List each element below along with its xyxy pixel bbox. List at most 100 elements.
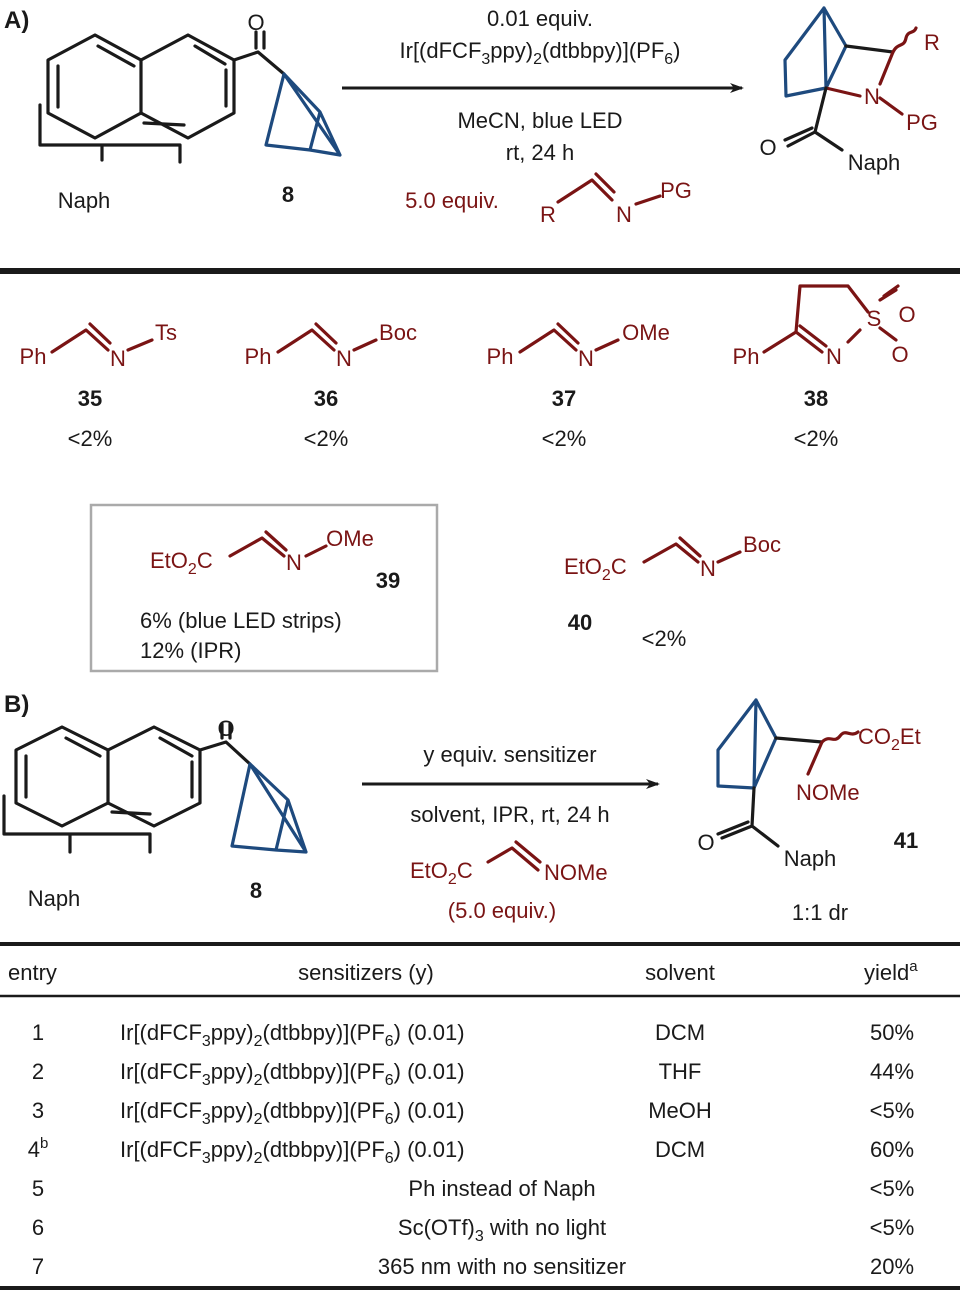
svg-text:N: N (336, 346, 352, 371)
compound-number-36: 36 (314, 386, 338, 411)
bicyclobutane-a (264, 72, 342, 157)
solvent-1: DCM (655, 1020, 705, 1045)
svg-text:Boc: Boc (379, 320, 417, 345)
sensitizer-4: Ir[(dFCF3ppy)2(dtbbpy)](PF6) (0.01) (120, 1137, 465, 1167)
svg-text:O: O (891, 342, 908, 367)
header-solvent: solvent (645, 960, 715, 985)
compound-number-37: 37 (552, 386, 576, 411)
yield-36: <2% (304, 426, 349, 451)
substrate-40: EtO2C N Boc 40 <2% (564, 532, 781, 651)
sensitizer-1: Ir[(dFCF3ppy)2(dtbbpy)](PF6) (0.01) (120, 1020, 465, 1050)
svg-text:Boc: Boc (743, 532, 781, 557)
compound-number-35: 35 (78, 386, 102, 411)
yield-entry-6: <5% (870, 1215, 915, 1240)
substrate-35: Ph N Ts 35 <2% (20, 320, 177, 451)
imine-r: R (540, 202, 556, 227)
cond-b-line1: y equiv. sensitizer (423, 742, 596, 767)
product-a-structure (783, 6, 918, 152)
svg-text:S: S (867, 306, 882, 331)
cond-a-line3: MeCN, blue LED (457, 108, 622, 133)
imine-pg: PG (660, 178, 692, 203)
svg-text:O: O (898, 302, 915, 327)
compound-number-38: 38 (804, 386, 828, 411)
entry-3: 3 (32, 1098, 44, 1123)
highlight-box-39 (89, 503, 439, 673)
part-b-label: B) (4, 691, 29, 718)
eto2c-39: EtO2C (150, 548, 213, 578)
substrate-8-structure-a (38, 30, 286, 164)
product-a-pg: PG (906, 110, 938, 135)
compound-number-40: 40 (568, 610, 592, 635)
cond-a-line4: rt, 24 h (506, 140, 574, 165)
product-41-number: 41 (894, 828, 918, 853)
condition-6: Sc(OTf)3 with no light (398, 1215, 606, 1245)
reagent-b: EtO2C NOMe (410, 840, 608, 888)
part-a-label: A) (4, 7, 29, 34)
entry-4: 4b (28, 1135, 49, 1162)
yield-35: <2% (68, 426, 113, 451)
yield-38: <2% (794, 426, 839, 451)
product-41-naph: Naph (784, 846, 837, 871)
svg-text:Ph: Ph (20, 344, 47, 369)
cond-b-line2: solvent, IPR, rt, 24 h (410, 802, 609, 827)
substrate-36: Ph N Boc 36 <2% (245, 320, 417, 451)
cond-a-catalyst: Ir[(dFCF3ppy)2(dtbbpy)](PF6) (400, 38, 681, 68)
ketone-oxygen-a: O (247, 10, 264, 35)
product-a-n: N (864, 84, 880, 109)
yield-39-line2: 12% (IPR) (140, 638, 241, 663)
svg-text:NOMe: NOMe (544, 860, 608, 885)
svg-text:Ph: Ph (733, 344, 760, 369)
yield-39-line1: 6% (blue LED strips) (140, 608, 342, 633)
svg-text:N: N (110, 346, 126, 371)
header-sensitizers: sensitizers (y) (298, 960, 434, 985)
product-a-r: R (924, 30, 940, 55)
svg-text:N: N (700, 556, 716, 581)
svg-text:Ts: Ts (155, 320, 177, 345)
substrate-39: EtO2C N OMe 39 6% (blue LED strips) 12% … (140, 526, 400, 663)
sensitizer-2: Ir[(dFCF3ppy)2(dtbbpy)](PF6) (0.01) (120, 1059, 465, 1089)
yield-entry-3: <5% (870, 1098, 915, 1123)
entry-5: 5 (32, 1176, 44, 1201)
yield-entry-2: 44% (870, 1059, 914, 1084)
yield-37: <2% (542, 426, 587, 451)
substrate-8-structure-b (2, 722, 252, 854)
entry-7: 7 (32, 1254, 44, 1279)
substrate-37: Ph N OMe 37 <2% (487, 320, 670, 451)
imine-n: N (616, 202, 632, 227)
cond-b-equiv: (5.0 equiv.) (448, 898, 556, 923)
svg-text:Ph: Ph (245, 344, 272, 369)
sensitizer-3: Ir[(dFCF3ppy)2(dtbbpy)](PF6) (0.01) (120, 1098, 465, 1128)
svg-text:Ph: Ph (487, 344, 514, 369)
substrate-number-a: 8 (282, 182, 294, 207)
yield-entry-1: 50% (870, 1020, 914, 1045)
product-41-structure (716, 698, 860, 848)
solvent-3: MeOH (648, 1098, 712, 1123)
yield-40: <2% (642, 626, 687, 651)
bicyclobutane-b (230, 762, 308, 854)
svg-text:OMe: OMe (622, 320, 670, 345)
product-41-nome: NOMe (796, 780, 860, 805)
cond-a-equiv: 5.0 equiv. (405, 188, 499, 213)
substrate-number-b: 8 (250, 878, 262, 903)
product-a-naph: Naph (848, 150, 901, 175)
svg-text:N: N (286, 550, 302, 575)
yield-entry-5: <5% (870, 1176, 915, 1201)
naph-label-b: Naph (28, 886, 81, 911)
cond-a-line1: 0.01 equiv. (487, 6, 593, 31)
entry-6: 6 (32, 1215, 44, 1240)
svg-text:OMe: OMe (326, 526, 374, 551)
product-41-co2et: CO2Et (858, 724, 921, 754)
svg-text:N: N (578, 346, 594, 371)
naph-label-a: Naph (58, 188, 111, 213)
product-a-o: O (759, 135, 776, 160)
header-entry: entry (8, 960, 57, 985)
svg-text:EtO2C: EtO2C (410, 858, 473, 888)
header-yield: yielda (864, 958, 918, 985)
product-41-o: O (697, 830, 714, 855)
solvent-4: DCM (655, 1137, 705, 1162)
yield-entry-4: 60% (870, 1137, 914, 1162)
condition-7: 365 nm with no sensitizer (378, 1254, 626, 1279)
entry-1: 1 (32, 1020, 44, 1045)
solvent-2: THF (659, 1059, 702, 1084)
